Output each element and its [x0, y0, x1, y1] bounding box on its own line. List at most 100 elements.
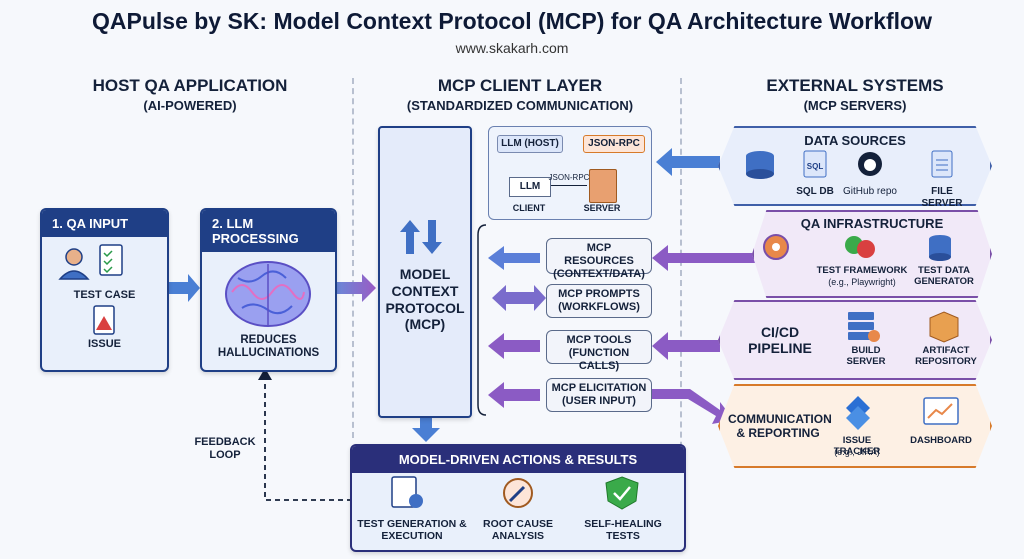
mcp-prompts-title: MCP PROMPTS [558, 288, 640, 300]
github-label: GitHub repo [843, 186, 897, 197]
arrow-elicitation-to-comm [652, 389, 734, 424]
page-title: QAPulse by SK: Model Context Protocol (M… [92, 8, 932, 34]
user-icon [58, 248, 90, 280]
arrow-infra-to-resources [652, 245, 760, 271]
client-heading: MCP CLIENT LAYER [437, 76, 603, 95]
results-panel: MODEL-DRIVEN ACTIONS & RESULTS TEST GENE… [350, 444, 686, 552]
issue-document-icon [93, 304, 115, 335]
database-icon [746, 151, 774, 179]
arrow-tools [488, 333, 540, 359]
llm-heading: 2. LLM PROCESSING [202, 210, 335, 252]
file-server-label: FILE SERVER [921, 186, 963, 209]
sql-db-label: SQL DB [796, 186, 834, 197]
issue-label: ISSUE [87, 337, 121, 350]
feedback-loop-label: FEEDBACK LOOP [194, 436, 256, 461]
sync-arrows-icon [400, 220, 442, 254]
feedback-arrowhead [258, 368, 272, 380]
arrow-llm-to-mcp [336, 274, 376, 302]
comm-icons [846, 396, 959, 430]
qa-infra-title: QA INFRASTRUCTURE [800, 216, 944, 231]
data-generator-icon [929, 235, 951, 261]
mcp-tools-title: MCP TOOLS [566, 334, 632, 346]
mcp-resources-pill[interactable]: MCP RESOURCES (CONTEXT/DATA) [546, 238, 652, 280]
dashboard-icon [923, 397, 959, 425]
file-server-icon [931, 150, 953, 178]
data-sources-title: DATA SOURCES [804, 133, 906, 148]
mcp-box: MODEL CONTEXT PROTOCOL (MCP) [378, 126, 472, 418]
mcp-bracket [477, 224, 487, 416]
cicd-icons [848, 311, 959, 343]
column-divider-right [680, 78, 682, 478]
results-heading: MODEL-DRIVEN ACTIONS & RESULTS [352, 446, 684, 473]
results-icons [391, 476, 639, 510]
json-rpc-tag: JSON-RPC [583, 135, 645, 153]
llm-node: LLM [509, 177, 551, 197]
external-heading: EXTERNAL SYSTEMS [766, 76, 944, 95]
issue-tracker-label: ISSUE TRACKER [833, 435, 881, 457]
test-case-label: TEST CASE [73, 289, 136, 301]
mcp-elicitation-title: MCP ELICITATION [551, 382, 647, 394]
mcp-elicitation-sub: (USER INPUT) [562, 395, 636, 408]
arrow-input-to-llm [168, 274, 200, 302]
mcp-tools-sub: (FUNCTION CALLS) [568, 347, 630, 373]
page-subtitle: www.skakarh.com [455, 40, 569, 56]
host-subheading: (AI-POWERED) [143, 98, 237, 113]
qa-infrastructure-panel: QA INFRASTRUCTURE TEST FRAMEWORK (e.g., … [752, 210, 992, 298]
test-case-icons [58, 244, 123, 280]
mcp-label: MODEL CONTEXT PROTOCOL (MCP) [385, 266, 465, 333]
rpc-link-line [551, 185, 587, 186]
arrow-resources [488, 246, 540, 270]
jira-icon [846, 396, 870, 430]
mcp-tools-pill[interactable]: MCP TOOLS (FUNCTION CALLS) [546, 330, 652, 372]
test-framework-sub: (e.g., Playwright) [828, 277, 896, 287]
communication-panel: COMMUNICATION & REPORTING ISSUE TRACKER … [718, 384, 992, 468]
data-sources-panel: DATA SOURCES SQL SQL DB GitHub repo FILE… [718, 126, 992, 206]
mcp-elicitation-pill[interactable]: MCP ELICITATION (USER INPUT) [546, 378, 652, 412]
cicd-title: CI/CD PIPELINE [748, 324, 812, 356]
comm-title: COMMUNICATION & REPORTING [728, 412, 832, 440]
rpc-link-label: JSON-RPC [548, 173, 590, 182]
client-label: CLIENT [512, 203, 546, 213]
build-server-label: BUILD SERVER [846, 345, 886, 367]
feedback-loop-line [264, 372, 352, 501]
mcp-resources-title: MCP RESOURCES [564, 242, 634, 268]
test-data-generator-label: TEST DATA GENERATOR [914, 265, 974, 287]
arrow-cicd-to-tools [652, 332, 720, 360]
server-label: SERVER [583, 203, 621, 213]
column-divider-left [352, 78, 354, 438]
sql-icon-text: SQL [806, 162, 824, 171]
dashboard-label: DASHBOARD [910, 435, 972, 446]
build-server-icon [848, 312, 880, 342]
artifact-box-icon [929, 311, 959, 343]
server-icon [589, 169, 617, 203]
host-column-header: HOST QA APPLICATION (AI-POWERED) [40, 76, 340, 113]
mcp-prompts-sub: (WORKFLOWS) [558, 301, 640, 314]
mcp-resources-sub: (CONTEXT/DATA) [553, 268, 645, 281]
theater-masks-icon [845, 236, 875, 258]
self-healing-shield-icon [605, 476, 639, 510]
root-cause-icon [503, 478, 533, 508]
cicd-panel: CI/CD PIPELINE BUILD SERVER ARTIFACT REP… [718, 300, 992, 380]
arrow-datasources-to-rpc [656, 148, 720, 176]
test-generation-label: TEST GENERATION & EXECUTION [357, 518, 467, 543]
artifact-repository-label: ARTIFACT REPOSITORY [915, 345, 977, 367]
llm-caption: REDUCES HALLUCINATIONS [217, 334, 320, 360]
client-column-header: MCP CLIENT LAYER (STANDARDIZED COMMUNICA… [365, 76, 675, 113]
mcp-prompts-pill[interactable]: MCP PROMPTS (WORKFLOWS) [546, 284, 652, 318]
external-column-header: EXTERNAL SYSTEMS (MCP SERVERS) [715, 76, 995, 113]
sql-file-icon [803, 150, 827, 178]
test-framework-label: TEST FRAMEWORK [816, 265, 908, 276]
qa-input-heading: 1. QA INPUT [42, 210, 167, 237]
gear-icon [763, 234, 789, 260]
qa-input-panel: 1. QA INPUT TEST CASE ISSUE [40, 208, 169, 372]
self-healing-label: SELF-HEALING TESTS [584, 518, 662, 543]
llm-host-tag: LLM (HOST) [497, 135, 563, 153]
external-subheading: (MCP SERVERS) [803, 98, 907, 113]
data-source-icons [746, 150, 953, 179]
json-rpc-box: LLM (HOST) JSON-RPC LLM JSON-RPC CLIENT … [488, 126, 652, 220]
arrow-mcp-to-results [412, 416, 440, 442]
checklist-icon [99, 244, 123, 276]
host-heading: HOST QA APPLICATION [92, 76, 288, 95]
test-generation-icon [391, 476, 423, 508]
